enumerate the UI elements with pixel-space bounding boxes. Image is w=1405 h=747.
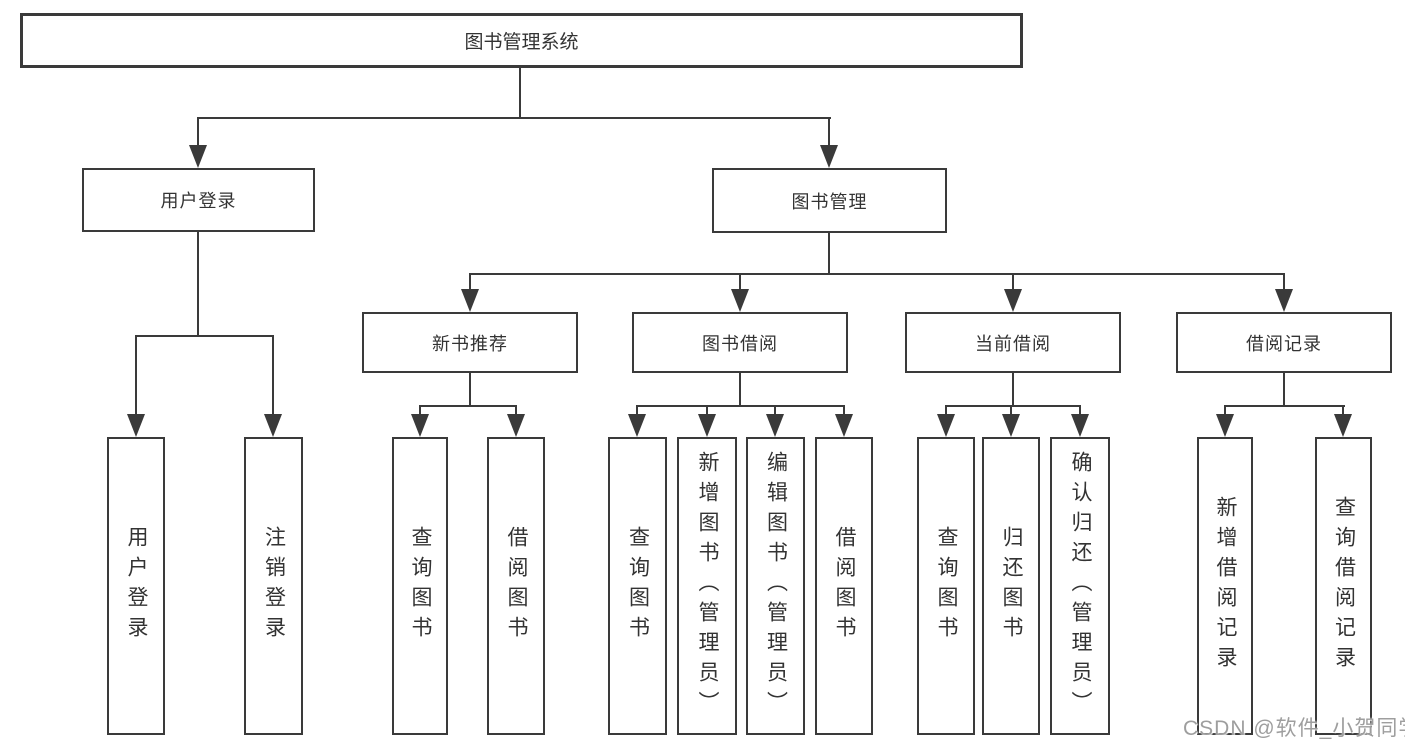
arrow-down-icon bbox=[1334, 414, 1352, 437]
arrow-down-icon bbox=[507, 414, 525, 437]
connector-line bbox=[636, 406, 638, 417]
leaf-add-books-admin: 新增图书（管理员） bbox=[677, 437, 737, 735]
leaf-query-books-borrow: 查询图书 bbox=[608, 437, 667, 735]
arrow-down-icon bbox=[937, 414, 955, 437]
node-borrow-record: 借阅记录 bbox=[1176, 312, 1392, 373]
connector-line bbox=[135, 336, 137, 416]
arrow-down-icon bbox=[264, 414, 282, 437]
connector-line bbox=[945, 406, 947, 417]
connector-line bbox=[739, 373, 741, 406]
connector-line bbox=[1012, 373, 1014, 406]
connector-line bbox=[1283, 274, 1285, 292]
arrow-down-icon bbox=[698, 414, 716, 437]
connector-line bbox=[774, 406, 776, 417]
node-user-login: 用户登录 bbox=[82, 168, 315, 232]
node-book-management: 图书管理 bbox=[712, 168, 947, 233]
connector-line bbox=[469, 274, 471, 292]
arrow-down-icon bbox=[127, 414, 145, 437]
arrow-down-icon bbox=[1071, 414, 1089, 437]
connector-line bbox=[197, 117, 831, 119]
connector-line bbox=[1283, 373, 1285, 406]
watermark: CSDN @软件_小贺同学 bbox=[1183, 717, 1405, 740]
connector-line bbox=[469, 273, 1285, 275]
connector-line bbox=[636, 405, 845, 407]
connector-line bbox=[197, 232, 199, 337]
connector-line bbox=[843, 406, 845, 417]
connector-line bbox=[519, 66, 521, 118]
connector-line bbox=[272, 336, 274, 416]
connector-line bbox=[1079, 406, 1081, 417]
leaf-query-books-recommend: 查询图书 bbox=[392, 437, 448, 735]
node-current-borrow: 当前借阅 bbox=[905, 312, 1121, 373]
arrow-down-icon bbox=[820, 145, 838, 168]
connector-line bbox=[469, 373, 471, 406]
arrow-down-icon bbox=[1002, 414, 1020, 437]
arrow-down-icon bbox=[461, 289, 479, 312]
connector-line bbox=[515, 406, 517, 417]
leaf-logout: 注销登录 bbox=[244, 437, 303, 735]
leaf-borrow-books-recommend: 借阅图书 bbox=[487, 437, 545, 735]
leaf-query-borrow-record: 查询借阅记录 bbox=[1315, 437, 1372, 735]
leaf-borrow-books: 借阅图书 bbox=[815, 437, 873, 735]
connector-line bbox=[419, 406, 421, 417]
leaf-confirm-return-admin: 确认归还（管理员） bbox=[1050, 437, 1110, 735]
leaf-add-borrow-record: 新增借阅记录 bbox=[1197, 437, 1253, 735]
connector-line bbox=[945, 405, 1081, 407]
connector-line bbox=[1342, 406, 1344, 417]
node-library-management-system: 图书管理系统 bbox=[20, 13, 1023, 68]
connector-line bbox=[706, 406, 708, 417]
connector-line bbox=[197, 118, 199, 148]
leaf-user-login: 用户登录 bbox=[107, 437, 165, 735]
arrow-down-icon bbox=[411, 414, 429, 437]
connector-line bbox=[1012, 274, 1014, 292]
leaf-edit-books-admin: 编辑图书（管理员） bbox=[746, 437, 805, 735]
connector-line bbox=[419, 405, 517, 407]
arrow-down-icon bbox=[1216, 414, 1234, 437]
arrow-down-icon bbox=[766, 414, 784, 437]
connector-line bbox=[828, 118, 830, 148]
connector-line bbox=[1224, 406, 1226, 417]
arrow-down-icon bbox=[835, 414, 853, 437]
connector-line bbox=[1224, 405, 1345, 407]
connector-line bbox=[1010, 406, 1012, 417]
arrow-down-icon bbox=[628, 414, 646, 437]
leaf-query-books-current: 查询图书 bbox=[917, 437, 975, 735]
node-book-borrow: 图书借阅 bbox=[632, 312, 848, 373]
connector-line bbox=[828, 233, 830, 274]
node-new-book-recommend: 新书推荐 bbox=[362, 312, 578, 373]
connector-line bbox=[135, 335, 274, 337]
leaf-return-books: 归还图书 bbox=[982, 437, 1040, 735]
arrow-down-icon bbox=[1275, 289, 1293, 312]
arrow-down-icon bbox=[731, 289, 749, 312]
arrow-down-icon bbox=[189, 145, 207, 168]
connector-line bbox=[739, 274, 741, 292]
arrow-down-icon bbox=[1004, 289, 1022, 312]
